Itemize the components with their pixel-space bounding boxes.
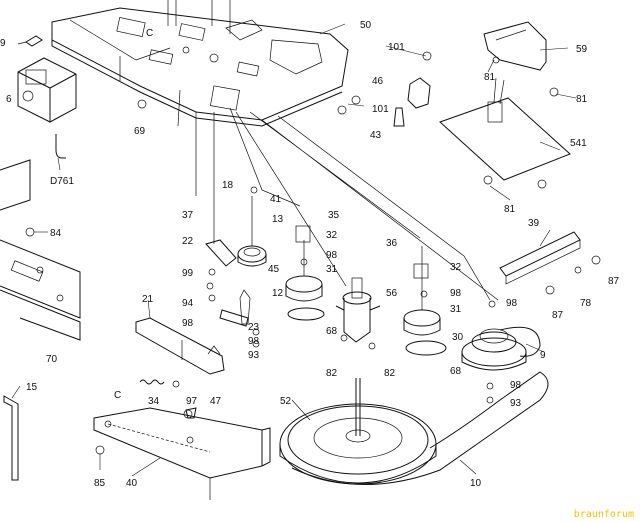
label-82-left: 82 xyxy=(326,368,338,379)
label-34: 34 xyxy=(148,396,160,407)
label-78: 78 xyxy=(580,298,592,309)
label-59: 59 xyxy=(576,44,588,55)
label-c-bottom: C xyxy=(114,390,121,401)
label-81-right: 81 xyxy=(576,94,588,105)
label-70: 70 xyxy=(46,354,58,365)
pin-43 xyxy=(393,107,405,127)
screw-9-left xyxy=(17,35,43,47)
shaft-15 xyxy=(3,395,19,481)
label-98-f: 98 xyxy=(510,380,522,391)
label-43: 43 xyxy=(370,130,382,141)
leader-lines xyxy=(11,23,577,477)
label-9: 9 xyxy=(540,350,546,361)
label-12: 12 xyxy=(272,288,284,299)
label-47: 47 xyxy=(210,396,222,407)
motor-pulley-30 xyxy=(461,326,541,371)
label-94: 94 xyxy=(182,298,194,309)
pcb-541 xyxy=(439,77,571,181)
solenoid-coil-6 xyxy=(17,57,77,123)
label-99: 99 xyxy=(182,268,194,279)
assembly-lines xyxy=(69,19,499,453)
label-39: 39 xyxy=(528,218,540,229)
label-98-a: 98 xyxy=(182,318,194,329)
label-31-right: 31 xyxy=(450,304,462,315)
label-40: 40 xyxy=(126,478,138,489)
belt-10 xyxy=(291,371,549,485)
label-31-left: 31 xyxy=(326,264,338,275)
label-98-d: 98 xyxy=(450,288,462,299)
label-9-left: 9 xyxy=(0,38,6,49)
reel-pulley-left-31 xyxy=(285,225,325,321)
label-98-c: 98 xyxy=(326,250,338,261)
small-fasteners xyxy=(25,51,601,455)
label-36: 36 xyxy=(386,238,398,249)
chassis-plate-50 xyxy=(51,0,349,127)
label-97: 97 xyxy=(186,396,198,407)
label-93-right: 93 xyxy=(510,398,522,409)
label-32-left: 32 xyxy=(326,230,338,241)
label-84: 84 xyxy=(50,228,62,239)
bracket-59 xyxy=(483,21,547,71)
label-82-right: 82 xyxy=(384,368,396,379)
label-13: 13 xyxy=(272,214,284,225)
label-98-b: 98 xyxy=(248,336,260,347)
label-35: 35 xyxy=(328,210,340,221)
lever-arm-22 xyxy=(205,206,237,267)
label-21: 21 xyxy=(142,294,154,305)
label-15: 15 xyxy=(26,382,38,393)
label-85: 85 xyxy=(94,478,106,489)
reel-pulley-45 xyxy=(237,196,267,267)
label-541: 541 xyxy=(570,138,587,149)
label-46: 46 xyxy=(372,76,384,87)
label-87-bottom: 87 xyxy=(552,310,564,321)
label-10: 10 xyxy=(470,478,482,489)
label-D761: D761 xyxy=(50,176,74,187)
label-30: 30 xyxy=(452,332,464,343)
label-45: 45 xyxy=(268,264,280,275)
label-87-right: 87 xyxy=(608,276,620,287)
label-69: 69 xyxy=(134,126,146,137)
label-101-top: 101 xyxy=(388,42,405,53)
label-56: 56 xyxy=(386,288,398,299)
bracket-panel-70 xyxy=(0,159,81,341)
label-18: 18 xyxy=(222,180,234,191)
label-52: 52 xyxy=(280,396,292,407)
label-32-right: 32 xyxy=(450,262,462,273)
label-81-top: 81 xyxy=(484,72,496,83)
label-22: 22 xyxy=(182,236,194,247)
label-98-e: 98 xyxy=(506,298,518,309)
label-c-top: C xyxy=(146,28,153,39)
mount-plate-40 xyxy=(93,407,271,500)
watermark-text: braunforum xyxy=(573,509,634,520)
label-101-bottom: 101 xyxy=(372,104,389,115)
label-6: 6 xyxy=(6,94,12,105)
label-50: 50 xyxy=(360,20,372,31)
label-81-bottom: 81 xyxy=(504,204,516,215)
label-68-left: 68 xyxy=(326,326,338,337)
flywheel-52 xyxy=(279,378,437,485)
reel-pulley-right-31 xyxy=(403,246,447,356)
label-37: 37 xyxy=(182,210,194,221)
label-41: 41 xyxy=(270,194,282,205)
label-93-left: 93 xyxy=(248,350,260,361)
label-23: 23 xyxy=(248,322,260,333)
bracket-46 xyxy=(407,77,431,109)
rail-39 xyxy=(499,231,581,285)
part-labels: 6 9 10 12 13 15 18 21 22 23 30 31 31 32 … xyxy=(0,20,620,489)
spring-34 xyxy=(139,379,165,385)
label-68-right: 68 xyxy=(450,366,462,377)
spindle-56 xyxy=(335,277,381,343)
hook-D761 xyxy=(55,134,66,159)
lever-arm-21 xyxy=(135,317,225,375)
